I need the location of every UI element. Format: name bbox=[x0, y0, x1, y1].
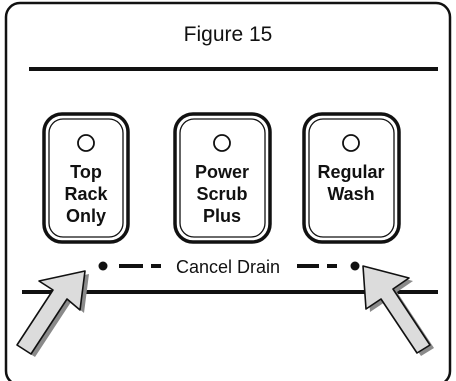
right-arrow-icon bbox=[362, 265, 434, 356]
button-label-line: Regular bbox=[317, 162, 384, 182]
light-icon bbox=[77, 134, 95, 152]
button-label-line: Scrub bbox=[196, 184, 247, 204]
button-label-line: Wash bbox=[327, 184, 374, 204]
figure-title: Figure 15 bbox=[184, 23, 273, 46]
light-icon bbox=[213, 134, 231, 152]
regular-wash-button[interactable]: Regular Wash bbox=[302, 112, 401, 244]
power-scrub-plus-button[interactable]: Power Scrub Plus bbox=[173, 112, 272, 244]
cancel-drain-label: Cancel Drain bbox=[176, 257, 280, 277]
top-rack-only-button[interactable]: Top Rack Only bbox=[42, 112, 130, 244]
light-icon bbox=[342, 134, 360, 152]
button-label-line: Top bbox=[70, 162, 102, 182]
right-dot-icon bbox=[350, 261, 360, 271]
cancel-drain-indicator: Cancel Drain bbox=[98, 257, 360, 277]
left-arrow-icon bbox=[16, 270, 89, 357]
left-dot-icon bbox=[98, 261, 108, 271]
button-label-line: Power bbox=[195, 162, 249, 182]
button-label-line: Rack bbox=[64, 184, 108, 204]
button-label-line: Plus bbox=[203, 206, 241, 226]
button-label-line: Only bbox=[66, 206, 106, 226]
